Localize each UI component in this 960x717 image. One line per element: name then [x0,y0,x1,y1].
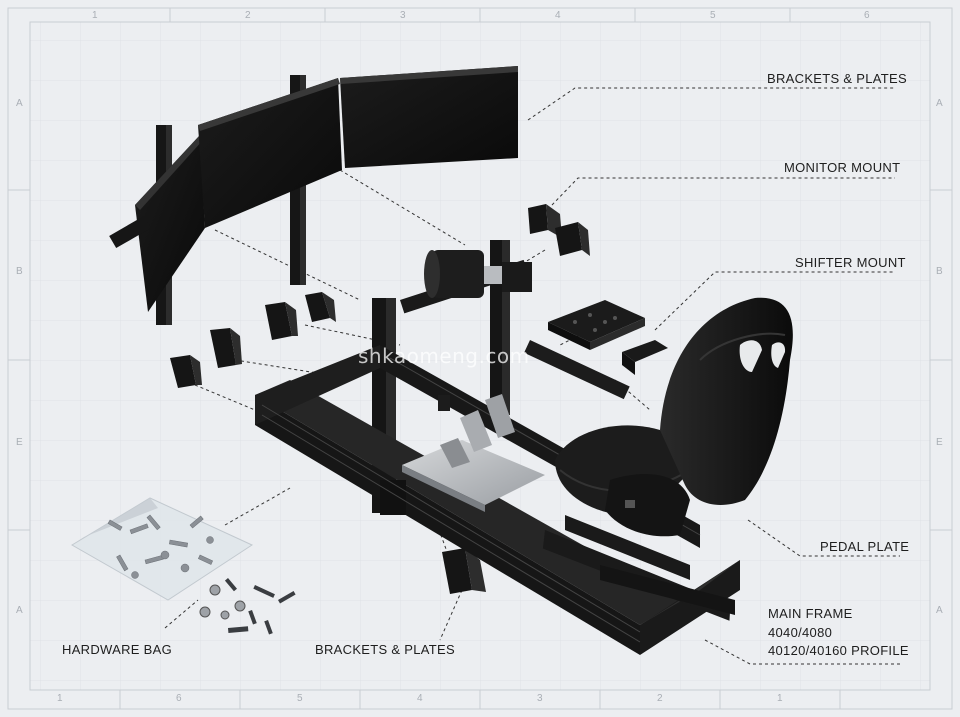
triple-monitors [109,66,518,325]
angle-brackets [170,204,590,594]
label-hardware-bag: HARDWARE BAG [62,642,173,657]
monitor-right [340,66,518,168]
border-top-6: 6 [864,10,870,21]
bracket-5 [210,328,242,368]
border-top-5: 5 [710,10,716,21]
border-right-b: B [936,266,943,277]
border-bottom-2: 6 [176,693,182,704]
watermark: shkaomeng.com [358,344,530,368]
shifter-mount-plate [524,300,668,400]
label-main-frame: MAIN FRAME [768,606,853,621]
drawing-border [7,7,953,710]
border-bottom-3: 5 [297,693,303,704]
bracket-2 [555,222,590,256]
border-bottom-6: 2 [657,693,663,704]
label-monitor-mount: MONITOR MOUNT [784,160,901,175]
label-main-frame-sizes: 4040/4080 [768,625,833,640]
leader-hardware-bag [224,487,291,526]
border-bottom-4: 4 [417,693,423,704]
bracket-3 [305,292,336,322]
border-left-b: B [16,266,23,277]
hardware-bag [71,497,296,635]
racing-seat [555,297,793,580]
leader-hardware-label [164,599,199,629]
label-shifter-mount: SHIFTER MOUNT [795,255,906,270]
border-left-a2: A [16,605,23,616]
border-top-1: 1 [92,10,98,21]
border-top-4: 4 [555,10,561,21]
leader-monitor-mount [551,177,895,206]
border-top-2: 2 [245,10,251,21]
label-brackets-plates-top: BRACKETS & PLATES [767,71,907,86]
border-left-a: A [16,98,23,109]
label-pedal-plate: PEDAL PLATE [820,539,910,554]
leader-main-frame [704,639,900,665]
label-main-frame-profile: 40120/40160 PROFILE [768,643,909,658]
border-left-e: E [16,437,23,448]
border-bottom-7: 1 [777,693,783,704]
border-right-e: E [936,437,943,448]
border-right-a: A [936,98,943,109]
label-brackets-plates-bottom: BRACKETS & PLATES [315,642,455,657]
border-top-3: 3 [400,10,406,21]
leader-brackets-top [527,87,895,121]
wheel-base-motor [432,250,484,298]
bracket-7 [442,548,486,594]
border-right-a2: A [936,605,943,616]
bracket-6 [170,355,202,388]
border-bottom-1: 1 [57,693,63,704]
bracket-4 [265,302,298,340]
monitor-left [135,135,205,312]
border-bottom-5: 3 [537,693,543,704]
pedal-plate [402,394,545,512]
